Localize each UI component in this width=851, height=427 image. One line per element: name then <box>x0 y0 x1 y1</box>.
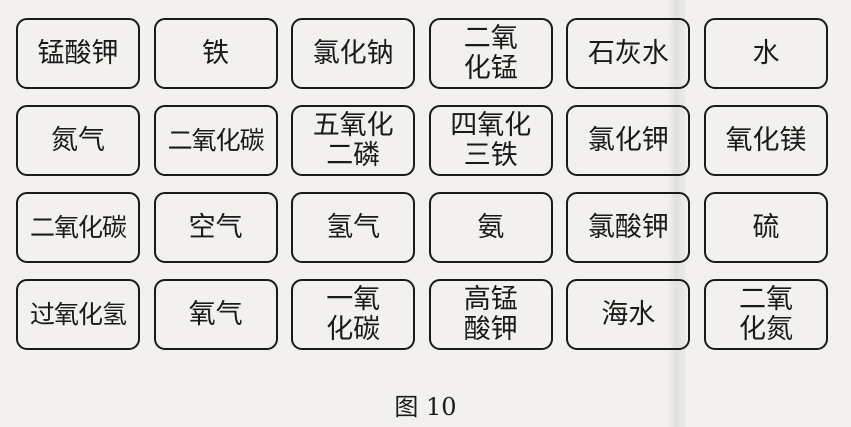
card-r1-c4: 二氧 化锰 <box>428 18 553 89</box>
card-r3-c4: 氨 <box>428 192 553 263</box>
card-r4-c4: 高锰 酸钾 <box>428 279 553 350</box>
card-r1-c3: 氯化钠 <box>291 18 416 89</box>
card-r2-c2: 二氧化碳 <box>153 105 278 176</box>
card-r3-c5: 氯酸钾 <box>566 192 691 263</box>
card-r1-c1: 锰酸钾 <box>16 18 140 89</box>
card-r4-c5: 海水 <box>566 279 691 350</box>
card-r1-c2: 铁 <box>153 18 278 89</box>
card-r3-c3: 氢气 <box>291 192 416 263</box>
card-r2-c3: 五氧化 二磷 <box>291 105 416 176</box>
card-r4-c2: 氧气 <box>153 279 278 350</box>
card-r2-c5: 氯化钾 <box>566 105 691 176</box>
card-r2-c4: 四氧化 三铁 <box>428 105 553 176</box>
card-r1-c6: 水 <box>703 18 828 89</box>
card-r4-c6: 二氧 化氮 <box>703 279 828 350</box>
card-r1-c5: 石灰水 <box>566 18 691 89</box>
card-r4-c1: 过氧化氢 <box>16 279 140 350</box>
card-r3-c1: 二氧化碳 <box>16 192 140 263</box>
card-r2-c6: 氧化镁 <box>703 105 828 176</box>
figure-caption: 图 10 <box>394 393 457 421</box>
card-r3-c6: 硫 <box>703 192 828 263</box>
substance-card-grid: 锰酸钾 铁 氯化钠 二氧 化锰 石灰水 水 氮气 二氧化碳 五氧化 二磷 四氧化… <box>16 18 828 350</box>
card-r4-c3: 一氧 化碳 <box>291 279 416 350</box>
card-r3-c2: 空气 <box>153 192 278 263</box>
card-r2-c1: 氮气 <box>16 105 140 176</box>
